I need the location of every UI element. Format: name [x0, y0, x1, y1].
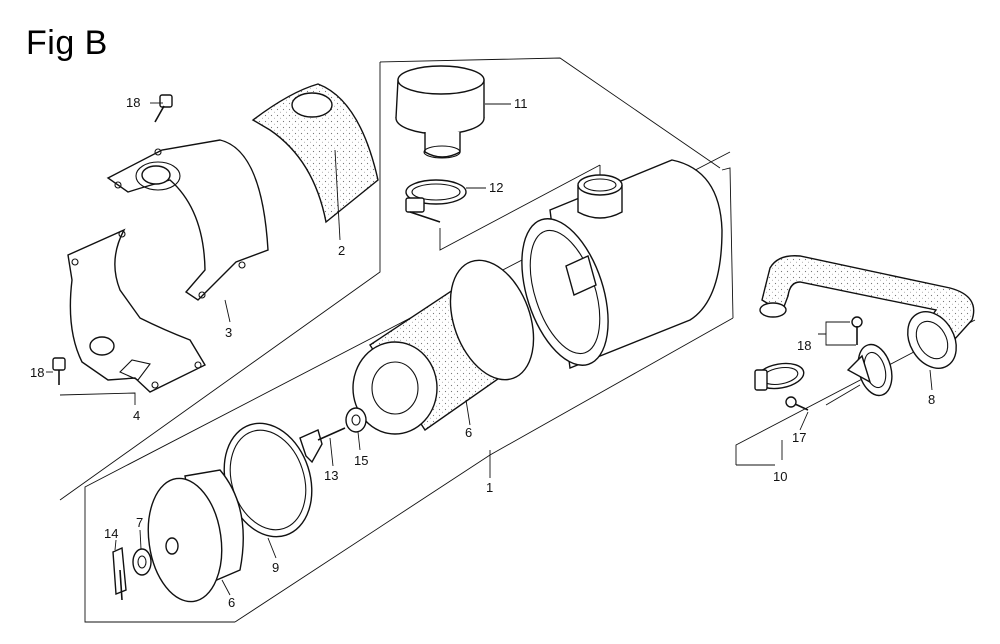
callout-2: 2 — [338, 243, 345, 258]
callout-4: 4 — [133, 408, 140, 423]
part-10-elbow-hose — [759, 255, 975, 369]
part-13-wing-nut — [299, 427, 346, 464]
part-18-screw-left — [52, 357, 66, 385]
callout-labels: 18 2 3 18 4 11 12 6 1 13 15 9 6 7 14 18 … — [30, 95, 935, 610]
part-11-precleaner-cap — [395, 65, 485, 159]
part-6-filter-element — [352, 259, 535, 435]
callout-3: 3 — [225, 325, 232, 340]
part-7-washer — [132, 548, 152, 576]
callout-6-filter: 6 — [465, 425, 472, 440]
callout-14: 14 — [104, 526, 118, 541]
part-18-screw-top — [154, 94, 173, 123]
assembly-10-bracket — [735, 319, 976, 466]
callout-18-top: 18 — [126, 95, 140, 110]
part-12-hose-clamp — [405, 179, 467, 223]
part-18-screw-right — [851, 316, 863, 345]
part-6-cover-cap — [147, 469, 244, 603]
callout-18-left: 18 — [30, 365, 44, 380]
part-4-lower-bracket — [67, 228, 206, 393]
figure-title: Fig B — [26, 24, 108, 62]
part-14-wing-bolt — [112, 546, 127, 601]
part-15-nut — [345, 407, 367, 433]
callout-10: 10 — [773, 469, 787, 484]
air-cleaner-case — [521, 159, 723, 369]
part-3-bracket-cover — [106, 139, 269, 301]
part-2-heat-shield — [251, 83, 379, 224]
callout-13: 13 — [324, 468, 338, 483]
callout-6-cap: 6 — [228, 595, 235, 610]
callout-17: 17 — [792, 430, 806, 445]
callout-18-right: 18 — [797, 338, 811, 353]
leader-lines — [46, 102, 933, 596]
callout-8: 8 — [928, 392, 935, 407]
callout-12: 12 — [489, 180, 503, 195]
callout-15: 15 — [354, 453, 368, 468]
callout-9: 9 — [272, 560, 279, 575]
callout-7: 7 — [136, 515, 143, 530]
callout-11: 11 — [514, 96, 528, 111]
adapter-ring — [846, 343, 893, 397]
hose-clamp-lower — [754, 362, 805, 391]
part-17-screw — [785, 396, 809, 411]
callout-1: 1 — [486, 480, 493, 495]
